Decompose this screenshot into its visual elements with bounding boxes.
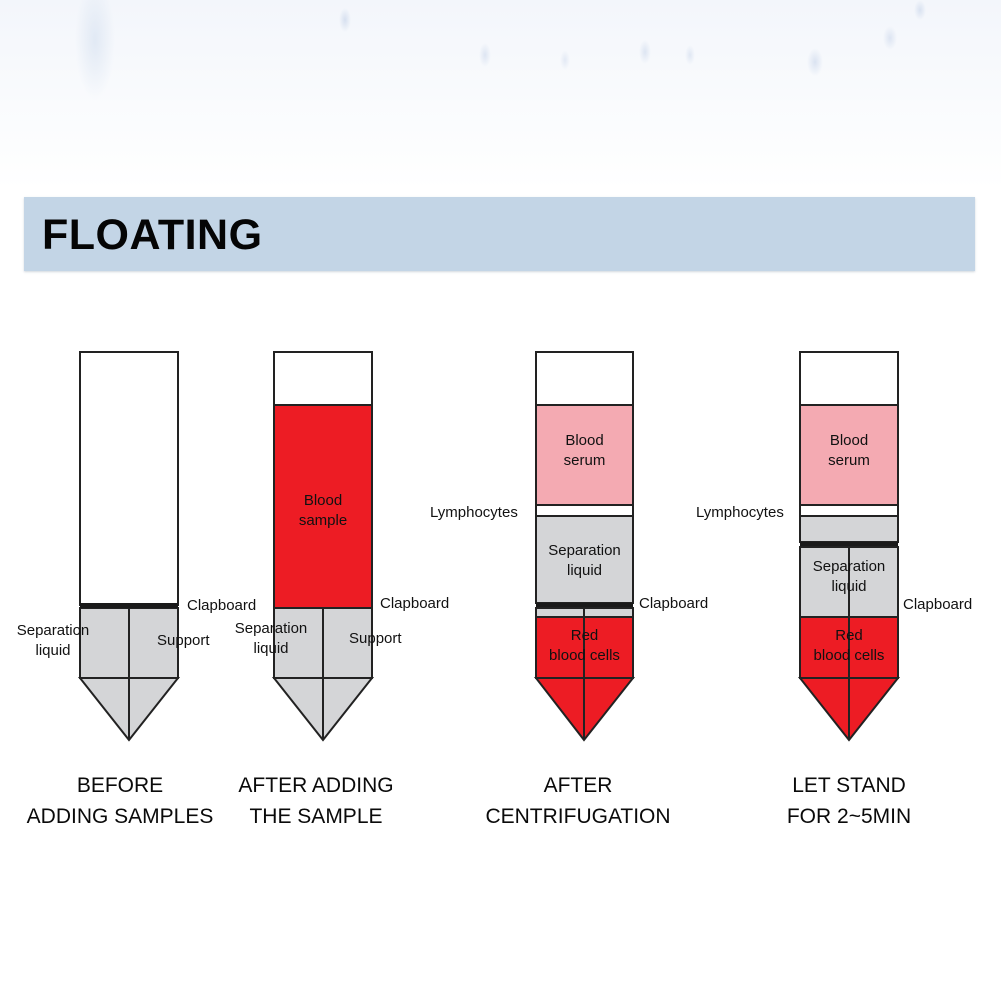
tube-after-centrifugation <box>533 351 636 742</box>
label-red-blood-cells: Red blood cells <box>549 627 620 664</box>
label-clapboard: Clapboard <box>380 595 450 612</box>
title-banner: FLOATING <box>24 197 975 271</box>
clapboard <box>80 603 178 608</box>
caption-before-adding: BEFORE ADDING SAMPLES <box>27 770 214 832</box>
label-lymphocytes: Lymphocytes <box>430 504 518 521</box>
caption-line: AFTER <box>543 774 613 797</box>
label-blood-sample: Blood sample <box>298 492 348 529</box>
tube-after-adding <box>271 351 375 742</box>
label-separation-liquid: Separation liquid <box>548 542 621 579</box>
label-clapboard: Clapboard <box>187 597 257 614</box>
caption-line: AFTER ADDING <box>238 774 394 797</box>
background-texture <box>0 0 1001 190</box>
caption-line: ADDING SAMPLES <box>26 805 214 828</box>
label-red-blood-cells: Red blood cells <box>813 627 885 664</box>
label-separation-liquid: Separation liquid <box>234 620 308 657</box>
label-separation-liquid: Separation liquid <box>812 558 886 595</box>
label-support: Support <box>157 632 210 649</box>
tube-let-stand <box>797 351 901 742</box>
label-support: Support <box>349 630 402 647</box>
label-blood-serum: Blood serum <box>828 432 870 469</box>
label-separation-liquid: Separation liquid <box>16 622 90 659</box>
caption-line: THE SAMPLE <box>249 805 383 828</box>
caption-after-adding: AFTER ADDING THE SAMPLE <box>238 770 393 832</box>
label-clapboard: Clapboard <box>903 596 973 613</box>
label-blood-serum: Blood serum <box>563 432 606 469</box>
caption-line: LET STAND <box>792 774 906 797</box>
caption-let-stand: LET STAND FOR 2~5MIN <box>787 770 911 832</box>
label-clapboard: Clapboard <box>639 595 709 612</box>
label-lymphocytes: Lymphocytes <box>696 504 784 521</box>
caption-line: BEFORE <box>76 774 164 797</box>
caption-line: CENTRIFUGATION <box>485 805 671 828</box>
caption-after-centrifugation: AFTER CENTRIFUGATION <box>485 770 670 832</box>
tube-before-adding <box>77 351 181 742</box>
page-title: FLOATING <box>42 211 263 259</box>
caption-line: FOR 2~5MIN <box>786 805 912 828</box>
